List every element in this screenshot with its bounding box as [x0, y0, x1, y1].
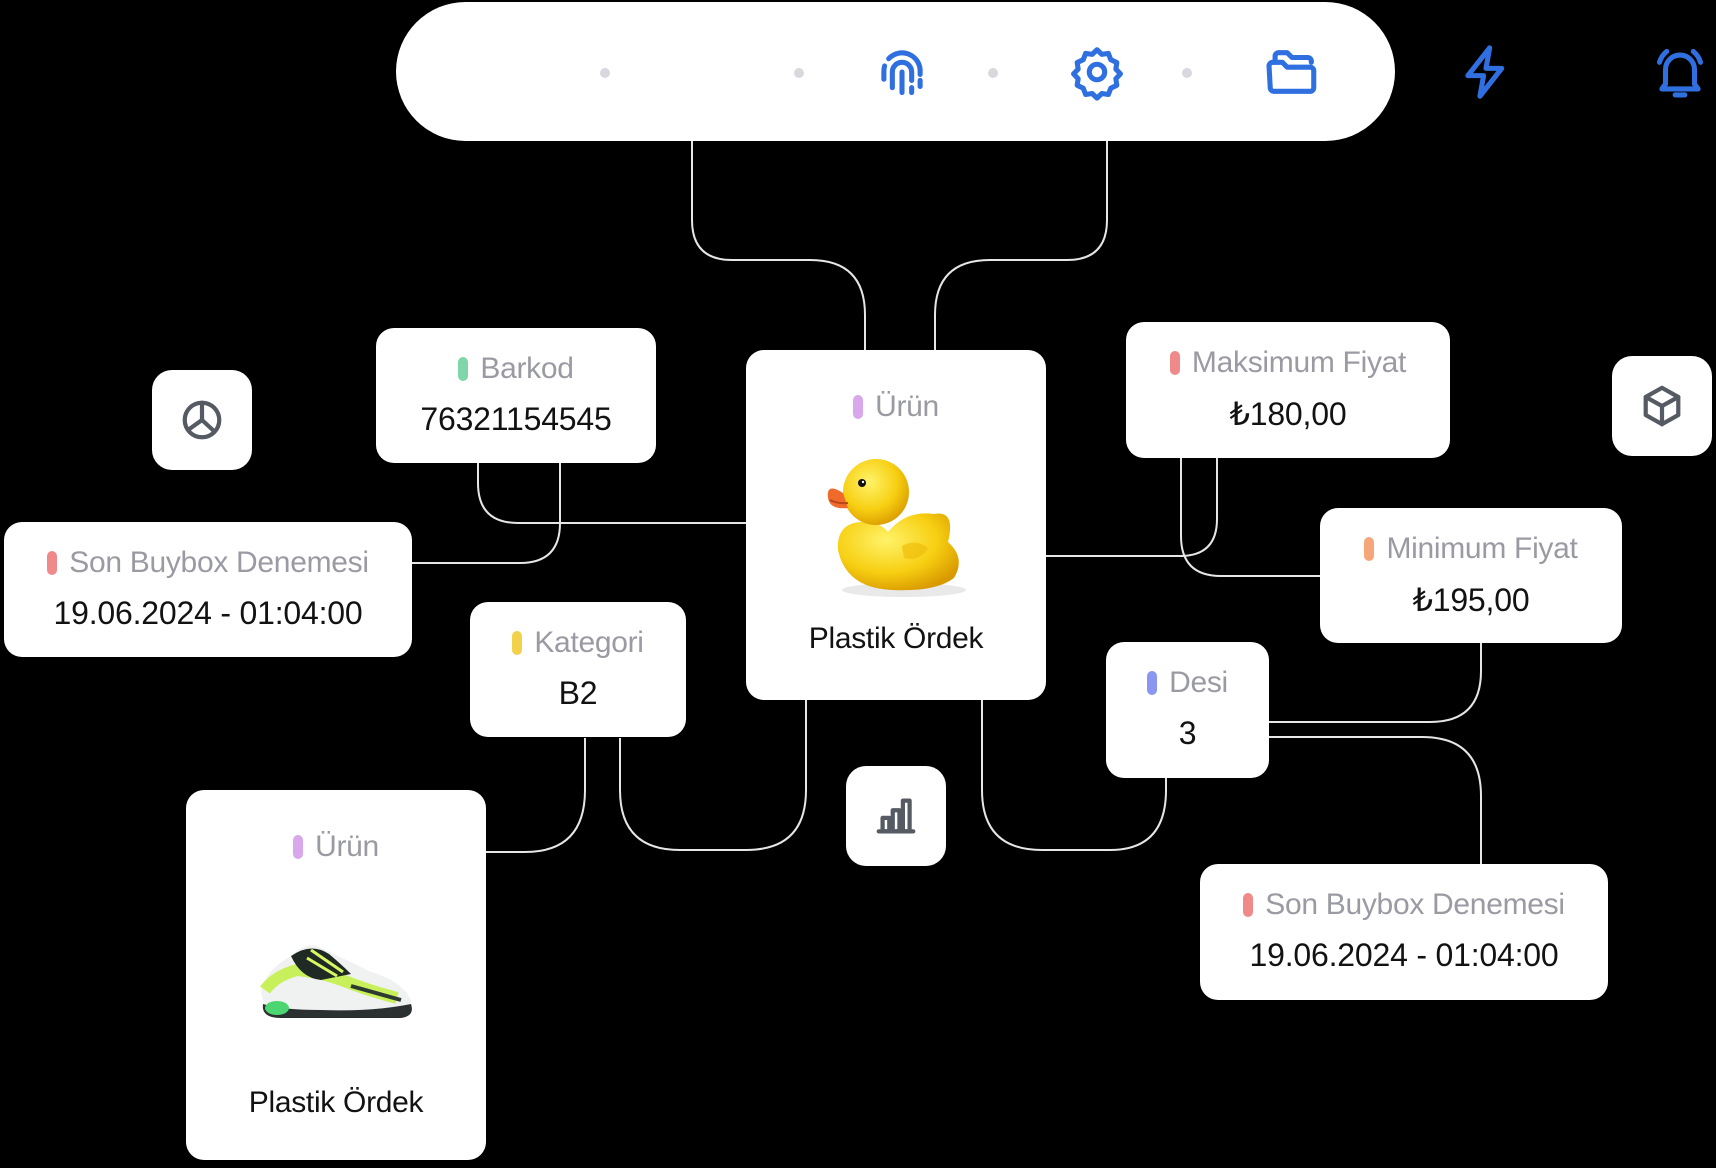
separator-dot [1182, 68, 1192, 78]
minimum-fiyat-card[interactable]: Minimum Fiyat ₺195,00 [1320, 508, 1622, 643]
separator-dot [600, 68, 610, 78]
field-value: ₺180,00 [1229, 396, 1347, 432]
bell-icon[interactable] [1648, 40, 1712, 104]
status-dot [458, 357, 469, 381]
field-label: Son Buybox Denemesi [1265, 888, 1565, 921]
status-dot [512, 631, 523, 655]
field-value: B2 [558, 675, 598, 711]
barkod-card[interactable]: Barkod 76321154545 [376, 328, 656, 463]
field-label: Maksimum Fiyat [1191, 346, 1407, 379]
field-value: 19.06.2024 - 01:04:00 [1249, 937, 1559, 973]
pie-chart-button[interactable] [152, 370, 252, 470]
field-label: Minimum Fiyat [1386, 532, 1578, 565]
rubber-duck-image [827, 459, 966, 597]
field-value: 19.06.2024 - 01:04:00 [53, 595, 363, 631]
fingerprint-icon[interactable] [870, 40, 934, 104]
field-value: 76321154545 [420, 401, 612, 437]
status-dot [1243, 893, 1254, 917]
field-label: Barkod [480, 352, 574, 385]
product-card-main[interactable]: Ürün Plastik Ördek [746, 350, 1046, 700]
maksimum-fiyat-card[interactable]: Maksimum Fiyat ₺180,00 [1126, 322, 1450, 458]
pie-chart-icon [182, 400, 222, 440]
field-label: Ürün [875, 390, 939, 423]
son-buybox-card-right[interactable]: Son Buybox Denemesi 19.06.2024 - 01:04:0… [1200, 864, 1608, 1000]
folder-icon[interactable] [1260, 40, 1324, 104]
status-dot [1147, 671, 1158, 695]
status-dot [1364, 537, 1375, 561]
cube-icon [1643, 385, 1681, 427]
field-label: Ürün [315, 830, 379, 863]
kategori-card[interactable]: Kategori B2 [470, 602, 686, 737]
status-dot [1169, 351, 1180, 375]
separator-dot [988, 68, 998, 78]
desi-card[interactable]: Desi 3 [1106, 642, 1269, 778]
top-toolbar [396, 2, 1704, 141]
status-dot [293, 835, 304, 859]
separator-dot [794, 68, 804, 78]
field-value: 3 [1178, 715, 1197, 751]
status-dot [853, 395, 864, 419]
sneaker-image [260, 945, 412, 1018]
field-value: ₺195,00 [1412, 582, 1530, 618]
lightning-icon[interactable] [1454, 40, 1518, 104]
bar-chart-button[interactable] [846, 766, 946, 866]
cube-button[interactable] [1612, 356, 1712, 456]
son-buybox-card-left[interactable]: Son Buybox Denemesi 19.06.2024 - 01:04:0… [4, 522, 412, 657]
gear-icon[interactable] [1065, 40, 1129, 104]
field-label: Kategori [534, 626, 644, 659]
product-name: Plastik Ördek [808, 622, 984, 655]
field-label: Desi [1169, 666, 1228, 699]
status-dot [47, 551, 58, 575]
product-name: Plastik Ördek [248, 1086, 424, 1119]
bar-chart-icon [876, 798, 916, 834]
product-card-second[interactable]: Ürün Plastik Ördek [186, 790, 486, 1160]
field-label: Son Buybox Denemesi [69, 546, 369, 579]
